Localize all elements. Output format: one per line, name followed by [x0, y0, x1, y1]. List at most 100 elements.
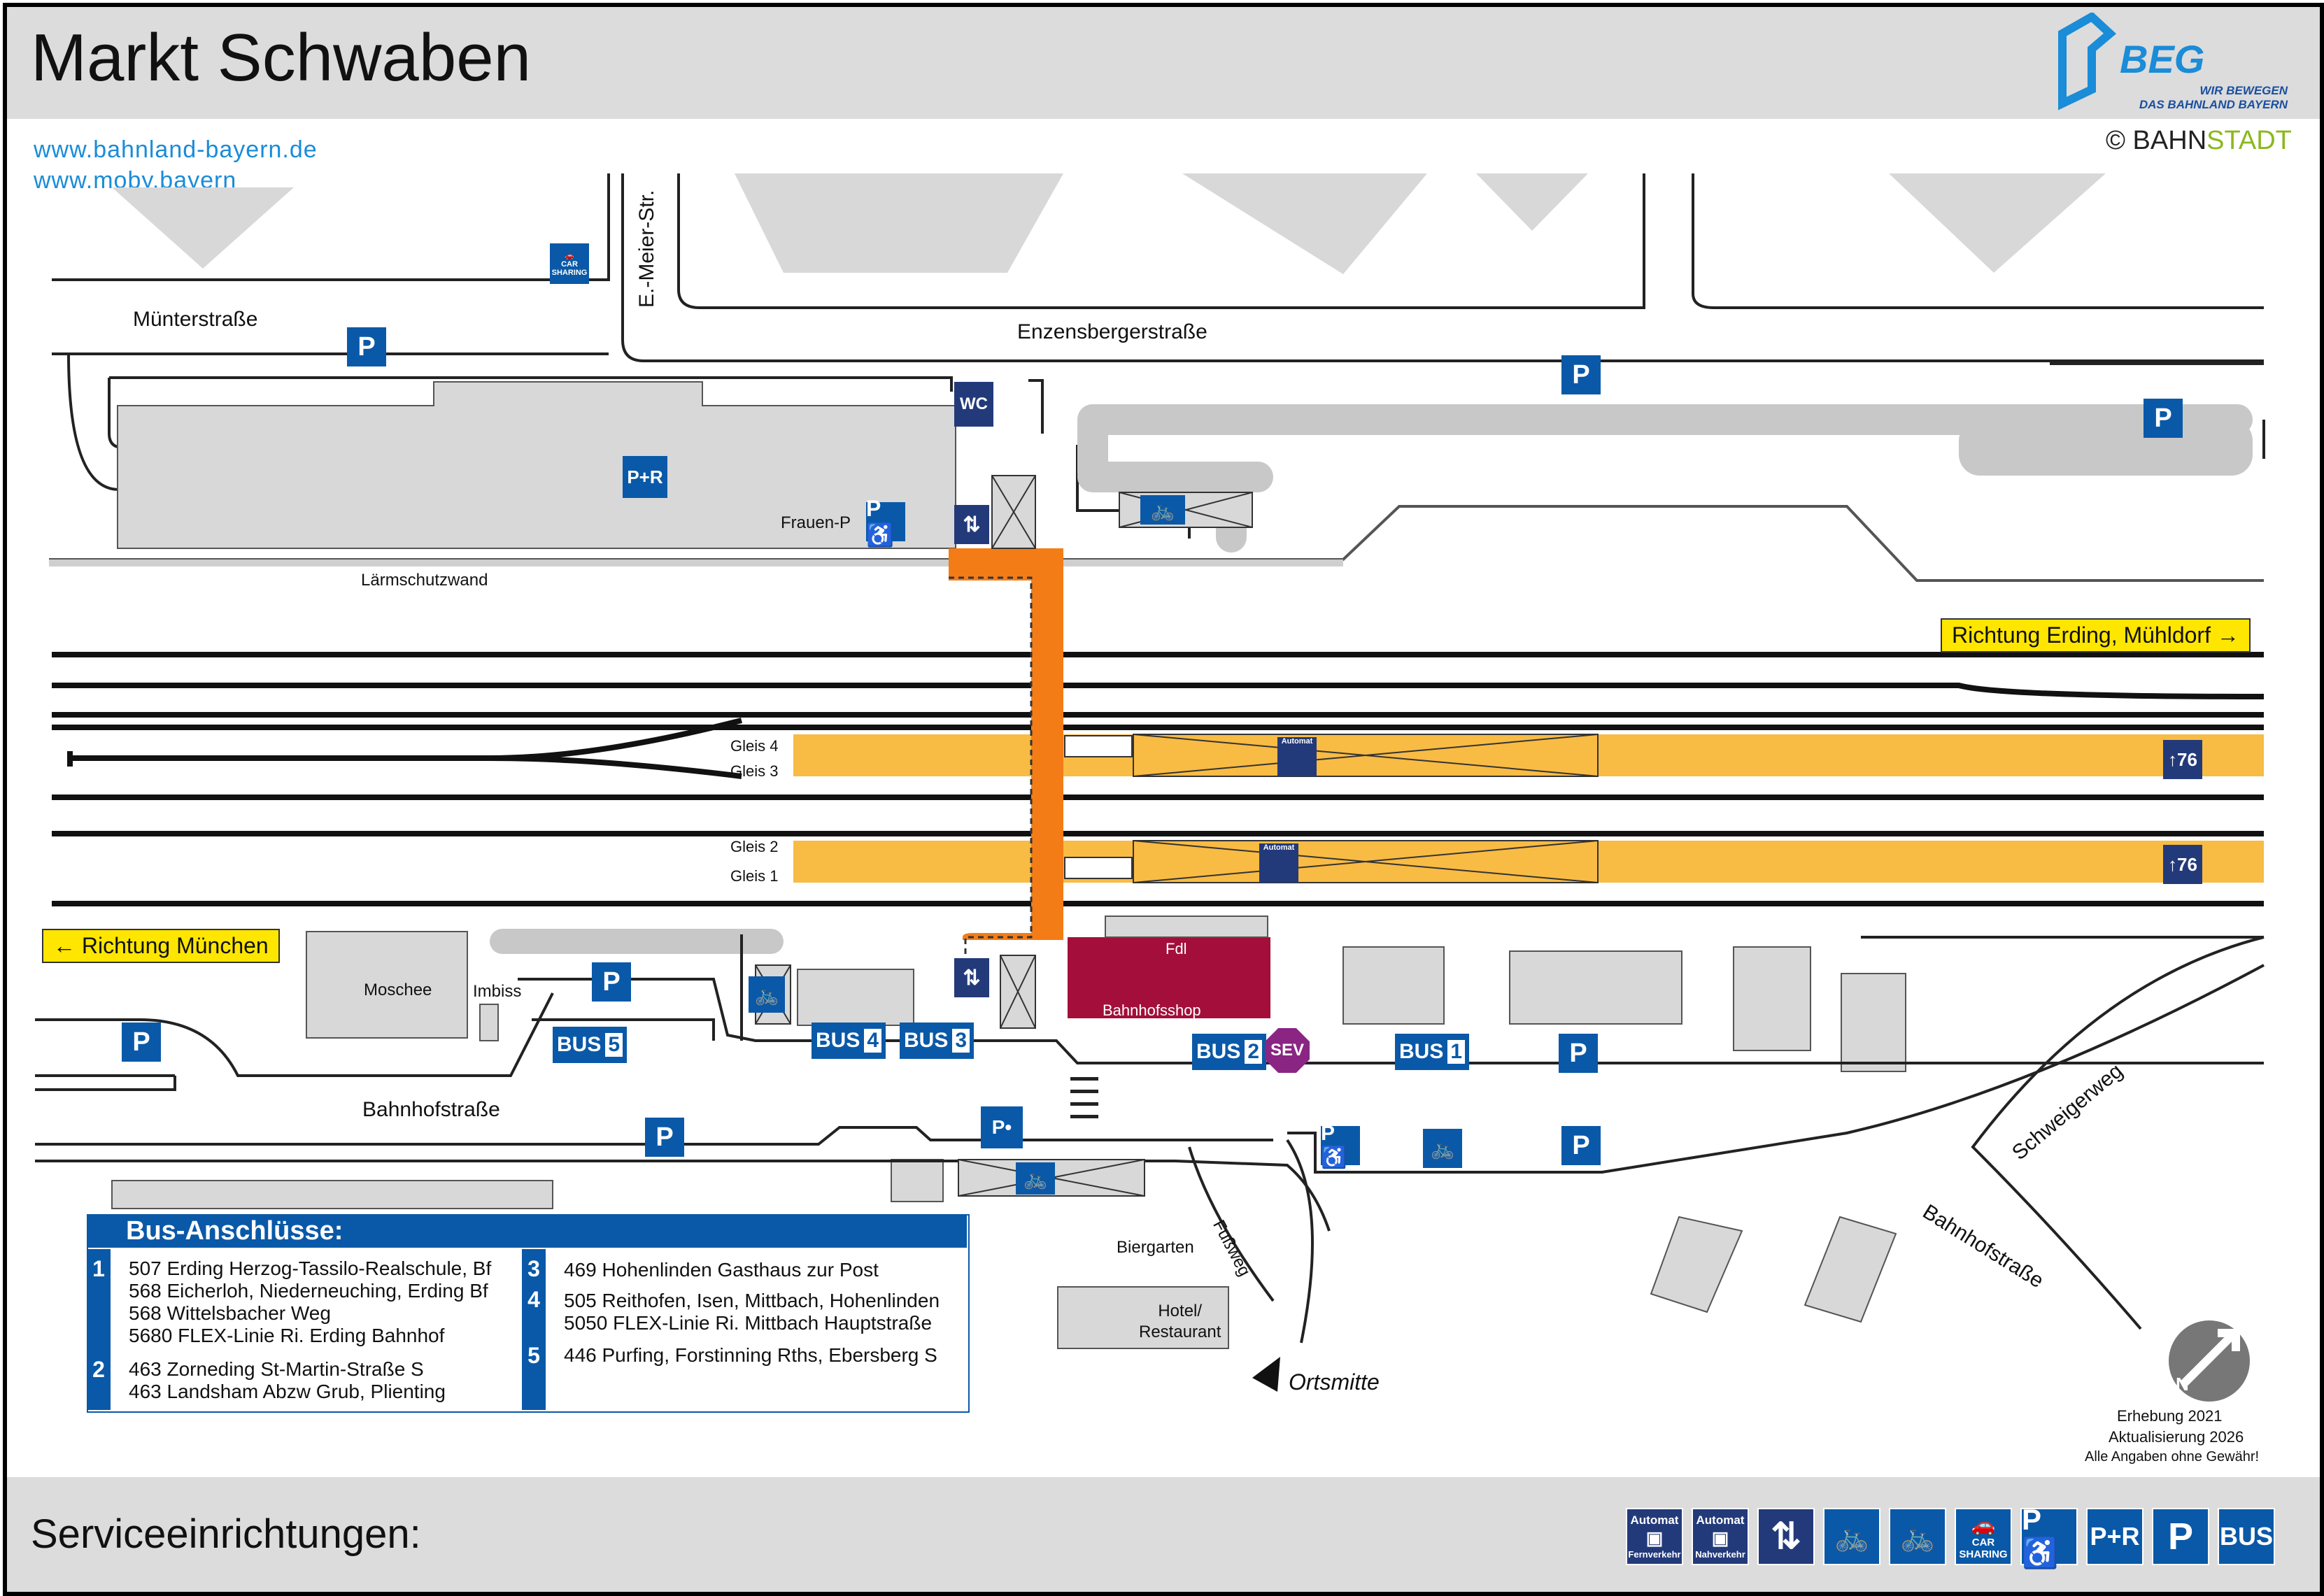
elevator-icon: ⇅: [954, 958, 989, 997]
platform-height-icon: ↑76: [2163, 740, 2202, 779]
bike-parking-icon: 🚲: [1140, 495, 1185, 525]
footer-label: Serviceeinrichtungen:: [31, 1511, 421, 1557]
bike-parking-icon: 🚲: [749, 976, 785, 1013]
label-frauen-p: Frauen-P: [781, 513, 851, 532]
street-e-meier: E.-Meier-Str.: [635, 190, 658, 308]
parking-icon: P: [1559, 1034, 1598, 1073]
bus-connections-title: Bus-Anschlüsse:: [87, 1214, 967, 1248]
elevator-icon: ⇅: [954, 505, 989, 544]
label-gleis-3: Gleis 3: [730, 762, 779, 780]
compass-label: N: [2176, 1374, 2189, 1395]
bus-line: 463 Zorneding St-Martin-Straße S: [129, 1358, 424, 1380]
bus-group-num: 4: [527, 1287, 540, 1312]
stairs: [1064, 735, 1133, 879]
legend-park-and-ride-icon: P+R: [2086, 1508, 2144, 1565]
legend-elevator-icon: ⇅: [1757, 1508, 1815, 1565]
bus-col-left: [87, 1249, 111, 1410]
bus-col-right: [522, 1249, 546, 1410]
bus-line: 568 Wittelsbacher Weg: [129, 1302, 331, 1324]
bus-group-num: 1: [92, 1256, 105, 1281]
park-and-ride-icon: P+R: [623, 456, 667, 498]
label-ortsmitte: Ortsmitte: [1289, 1369, 1380, 1395]
parking-icon: P: [1561, 355, 1601, 394]
note-erhebung: Erhebung 2021: [2117, 1407, 2223, 1425]
bus-line: 446 Purfing, Forstinning Rths, Ebersberg…: [564, 1344, 937, 1366]
web-links: www.bahnland-bayern.de www.moby.bayern: [34, 134, 369, 196]
street-enzensberger: Enzensbergerstraße: [1017, 320, 1207, 343]
bus-line: 463 Landsham Abzw Grub, Plienting: [129, 1381, 446, 1402]
wc-icon: WC: [954, 382, 993, 427]
station-building: [1068, 937, 1270, 1018]
direction-erding: Richtung Erding, Mühldorf →: [1941, 618, 2251, 653]
north-buildings: [112, 173, 2106, 274]
label-fdl: Fdl: [1165, 940, 1187, 957]
direction-muenchen: ← Richtung München: [42, 929, 280, 963]
label-imbiss: Imbiss: [473, 982, 522, 1001]
legend-bike-box-icon: 🚲: [1823, 1508, 1880, 1565]
crosswalk: [1070, 1077, 1098, 1118]
legend-bike-icon: 🚲: [1889, 1508, 1946, 1565]
parking-icon: P: [122, 1023, 161, 1062]
legend-disabled-parking-icon: P♿: [2020, 1503, 2078, 1569]
ortsmitte-arrow-icon: [1252, 1357, 1280, 1392]
bus-line: 469 Hohenlinden Gasthaus zur Post: [564, 1259, 879, 1281]
parking-icon: P: [1561, 1126, 1601, 1165]
bike-parking-icon: 🚲: [1423, 1129, 1462, 1168]
north-streets: [52, 173, 2265, 539]
bike-parking-icon: 🚲: [1016, 1162, 1055, 1195]
legend-ticket-nah-icon: Automat▣Nahverkehr: [1692, 1508, 1749, 1565]
bus-group-num: 3: [527, 1256, 540, 1281]
label-laermschutzwand: Lärmschutzwand: [361, 571, 488, 590]
beg-logo-subtitle: WIR BEWEGEN DAS BAHNLAND BAYERN: [2139, 84, 2288, 111]
tracks: [52, 652, 2265, 906]
parking-icon: P: [645, 1118, 684, 1157]
platform-shelters: [1133, 734, 1599, 883]
note-disclaimer: Alle Angaben ohne Gewähr!: [2085, 1449, 2260, 1465]
page-title: Markt Schwaben: [31, 20, 531, 95]
label-hotel: Hotel/Restaurant: [1139, 1302, 1221, 1341]
bus-group-num: 2: [92, 1357, 105, 1382]
legend-parking-icon: P: [2152, 1508, 2209, 1565]
platform-height-icon: ↑76: [2163, 845, 2202, 884]
copyright-notice: © BAHNSTADT: [2106, 126, 2292, 155]
parking-icon: P: [592, 962, 631, 1002]
label-moschee: Moschee: [364, 981, 432, 999]
ticket-machine-icon: Automat: [1277, 737, 1317, 776]
parking-icon: P: [2144, 399, 2183, 438]
motorbike-parking-icon: P•: [981, 1106, 1023, 1148]
label-gleis-2: Gleis 2: [730, 838, 779, 855]
beg-logo-icon: [2058, 13, 2117, 111]
bus-line: 5050 FLEX-Linie Ri. Mittbach Hauptstraße: [564, 1312, 933, 1334]
street-muenterstrasse: Münterstraße: [133, 308, 258, 331]
ticket-machine-icon: Automat: [1259, 843, 1298, 883]
label-biergarten: Biergarten: [1117, 1238, 1194, 1257]
bus-line: 505 Reithofen, Isen, Mittbach, Hohenlind…: [564, 1290, 940, 1311]
beg-logo-text: BEG: [2120, 37, 2205, 81]
bus-line: 568 Eicherloh, Niederneuching, Erding Bf: [129, 1280, 488, 1302]
parking-icon: P: [347, 327, 386, 366]
note-aktualisierung: Aktualisierung 2026: [2109, 1428, 2244, 1446]
bus-line: 507 Erding Herzog-Tassilo-Realschule, Bf: [129, 1257, 492, 1279]
disabled-parking-icon: P♿: [866, 496, 905, 548]
label-gleis-4: Gleis 4: [730, 737, 779, 755]
bus-line: 5680 FLEX-Linie Ri. Erding Bahnhof: [129, 1325, 445, 1346]
noise-wall-fill: [49, 560, 1343, 567]
label-bahnhofsshop: Bahnhofsshop: [1103, 1002, 1201, 1019]
header-bar: [7, 7, 2320, 119]
label-gleis-1: Gleis 1: [730, 867, 779, 885]
bus-group-num: 5: [527, 1343, 540, 1368]
bike-shelter-north: [1119, 492, 1253, 528]
legend-ticket-fern-icon: Automat▣Fernverkehr: [1626, 1508, 1683, 1565]
sev-bus-stop-icon: SEV: [1265, 1028, 1310, 1073]
link-bahnland[interactable]: www.bahnland-bayern.de: [34, 136, 318, 163]
pedestrian-bridge: [949, 548, 1063, 958]
south-buildings: [111, 931, 1906, 1349]
